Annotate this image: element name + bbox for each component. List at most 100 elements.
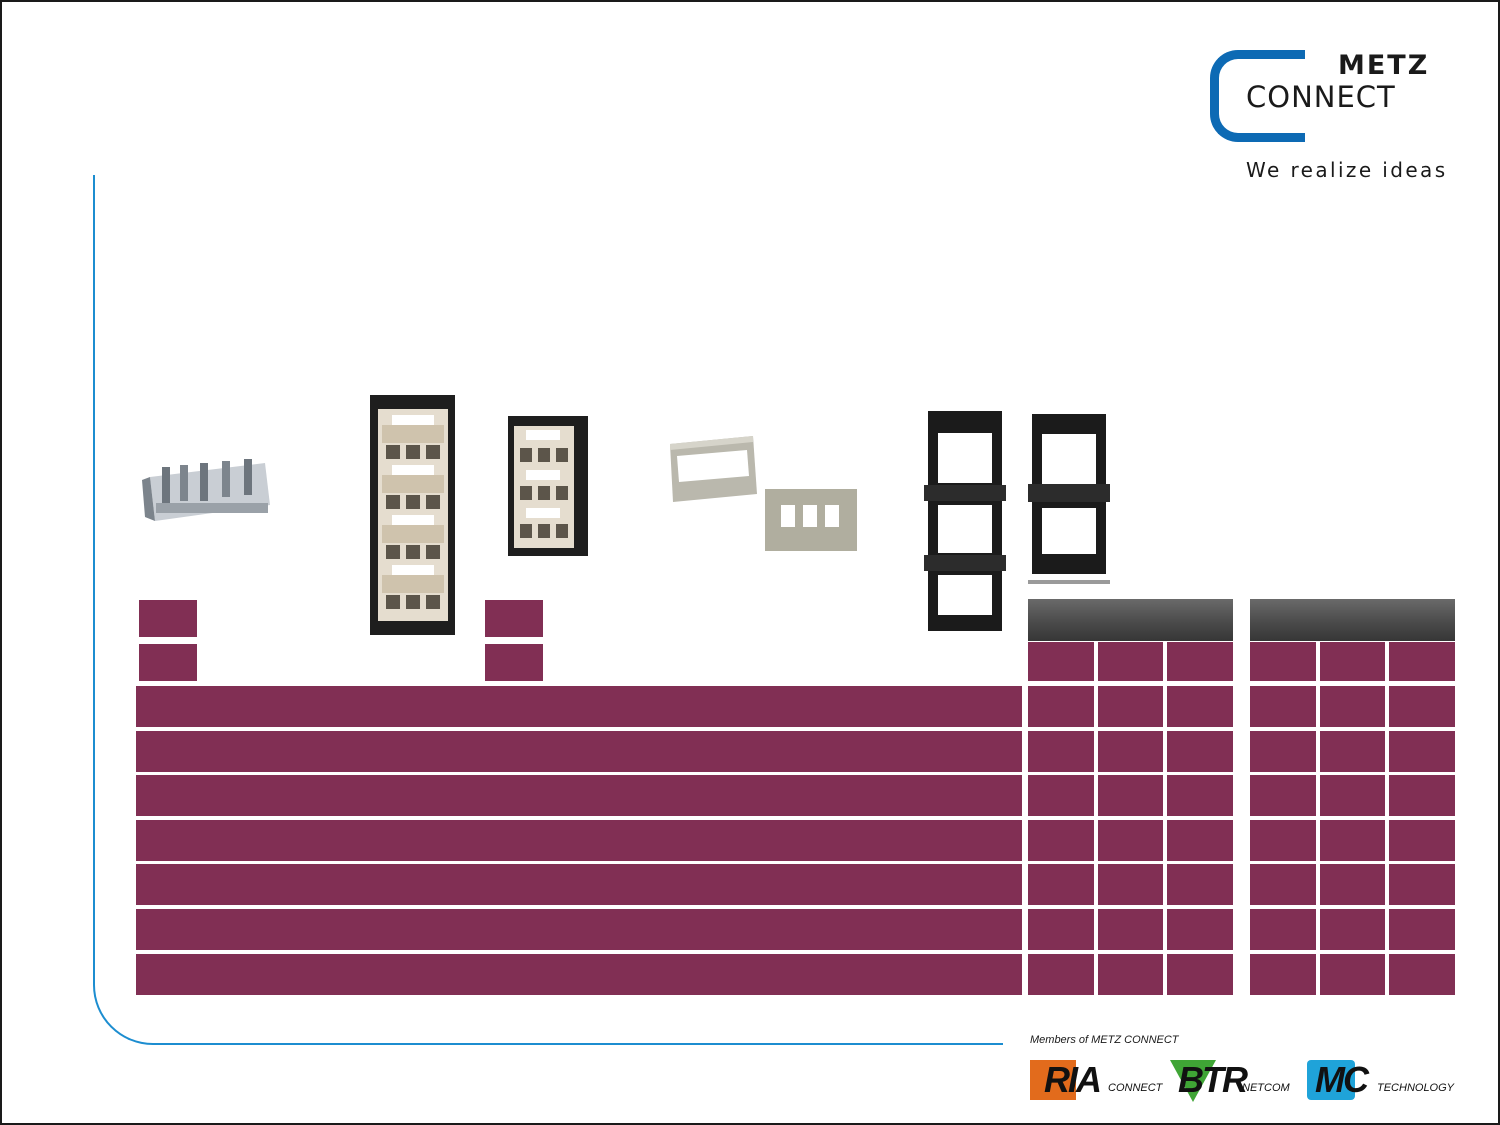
table-row-text	[136, 775, 148, 787]
table-cell	[1028, 954, 1094, 995]
table-row-text	[136, 954, 148, 966]
logo-c-mark-icon	[1210, 50, 1305, 142]
table-row	[136, 775, 1022, 816]
product-label-box	[139, 600, 197, 637]
group-a-header	[1028, 599, 1233, 641]
table-cell	[1098, 909, 1163, 950]
ria-badge-icon	[1030, 1060, 1076, 1100]
mc-word: TECHNOLOGY	[1377, 1082, 1455, 1094]
double-frame-icon	[1028, 414, 1110, 584]
triple-frame-icon	[924, 411, 1006, 631]
table-cell	[1320, 820, 1385, 861]
btr-mark: BTR	[1178, 1059, 1248, 1100]
table-cell	[1167, 909, 1233, 950]
table-cell	[1028, 686, 1094, 727]
group-b-column-header	[1320, 642, 1385, 681]
table-cell	[1028, 864, 1094, 905]
table-row	[136, 909, 1022, 950]
ria-connect-logo: RIA CONNECT	[1030, 1058, 1165, 1102]
table-cell	[1389, 731, 1455, 772]
front-panel-plate-icon	[670, 436, 757, 502]
table-cell	[1098, 775, 1163, 816]
btr-word: NETCOM	[1242, 1082, 1290, 1094]
table-row	[136, 864, 1022, 905]
product-label-box	[139, 644, 197, 681]
table-cell	[1320, 864, 1385, 905]
group-b-header	[1250, 599, 1455, 641]
table-cell	[1098, 954, 1163, 995]
cable-clamp-icon	[142, 459, 270, 521]
product-label-box	[485, 644, 543, 681]
metz-connect-logo: METZ CONNECT We realize ideas	[1210, 50, 1460, 190]
table-cell	[1250, 686, 1316, 727]
table-cell	[1320, 909, 1385, 950]
table-cell	[1098, 864, 1163, 905]
table-row-text	[136, 686, 148, 698]
members-label: Members of METZ CONNECT	[1030, 1034, 1179, 1046]
logo-metz-text: METZ	[1338, 50, 1430, 81]
table-cell	[1250, 864, 1316, 905]
table-cell	[1028, 731, 1094, 772]
table-cell	[1320, 954, 1385, 995]
table-cell	[1167, 731, 1233, 772]
table-cell	[1167, 686, 1233, 727]
table-cell	[1167, 775, 1233, 816]
mc-mark: MC	[1315, 1059, 1369, 1100]
three-port-panel-icon	[765, 489, 857, 551]
table-row-text	[136, 909, 148, 921]
group-a-column-header	[1098, 642, 1163, 681]
table-cell	[1167, 954, 1233, 995]
group-b-column-header-text	[1389, 642, 1401, 654]
table-cell	[1389, 820, 1455, 861]
table-cell	[1250, 731, 1316, 772]
table-cell	[1389, 954, 1455, 995]
lc-quad-adapter-module-icon	[370, 395, 455, 635]
ria-word: CONNECT	[1108, 1082, 1163, 1094]
table-row-text	[136, 731, 148, 743]
group-b-column-header	[1389, 642, 1455, 681]
group-a-column-header	[1167, 642, 1233, 681]
btr-netcom-logo: BTR NETCOM	[1170, 1058, 1295, 1102]
table-row	[136, 731, 1022, 772]
table-cell	[1389, 775, 1455, 816]
table-cell	[1167, 820, 1233, 861]
logo-tagline: We realize ideas	[1246, 158, 1448, 182]
table-cell	[1028, 775, 1094, 816]
table-cell	[1098, 731, 1163, 772]
table-cell	[1250, 775, 1316, 816]
group-b-column-header	[1250, 642, 1316, 681]
table-cell	[1250, 954, 1316, 995]
mc-technology-logo: MC TECHNOLOGY	[1307, 1058, 1462, 1102]
table-cell	[1028, 909, 1094, 950]
table-cell	[1167, 864, 1233, 905]
group-a-column-header-text	[1028, 642, 1040, 654]
group-a-column-header	[1028, 642, 1094, 681]
group-b-column-header-text	[1250, 642, 1262, 654]
table-cell	[1098, 686, 1163, 727]
table-row-text	[136, 864, 148, 876]
table-row	[136, 820, 1022, 861]
group-a-column-header-text	[1167, 642, 1179, 654]
table-cell	[1028, 820, 1094, 861]
table-cell	[1389, 909, 1455, 950]
table-cell	[1320, 731, 1385, 772]
mc-badge-icon	[1307, 1060, 1355, 1100]
table-cell	[1389, 686, 1455, 727]
table-cell	[1098, 820, 1163, 861]
table-cell	[1389, 864, 1455, 905]
group-a-column-header-text	[1098, 642, 1110, 654]
table-cell	[1320, 775, 1385, 816]
table-cell	[1250, 909, 1316, 950]
table-cell	[1320, 686, 1385, 727]
decorative-frame-line	[93, 175, 1003, 1045]
table-row	[136, 686, 1022, 727]
group-b-column-header-text	[1320, 642, 1332, 654]
btr-triangle-icon	[1170, 1060, 1216, 1102]
table-row-text	[136, 820, 148, 832]
lc-triple-adapter-module-icon	[508, 416, 588, 556]
logo-connect-text: CONNECT	[1246, 80, 1396, 114]
table-cell	[1250, 820, 1316, 861]
ria-mark: RIA	[1044, 1059, 1102, 1100]
table-row	[136, 954, 1022, 995]
